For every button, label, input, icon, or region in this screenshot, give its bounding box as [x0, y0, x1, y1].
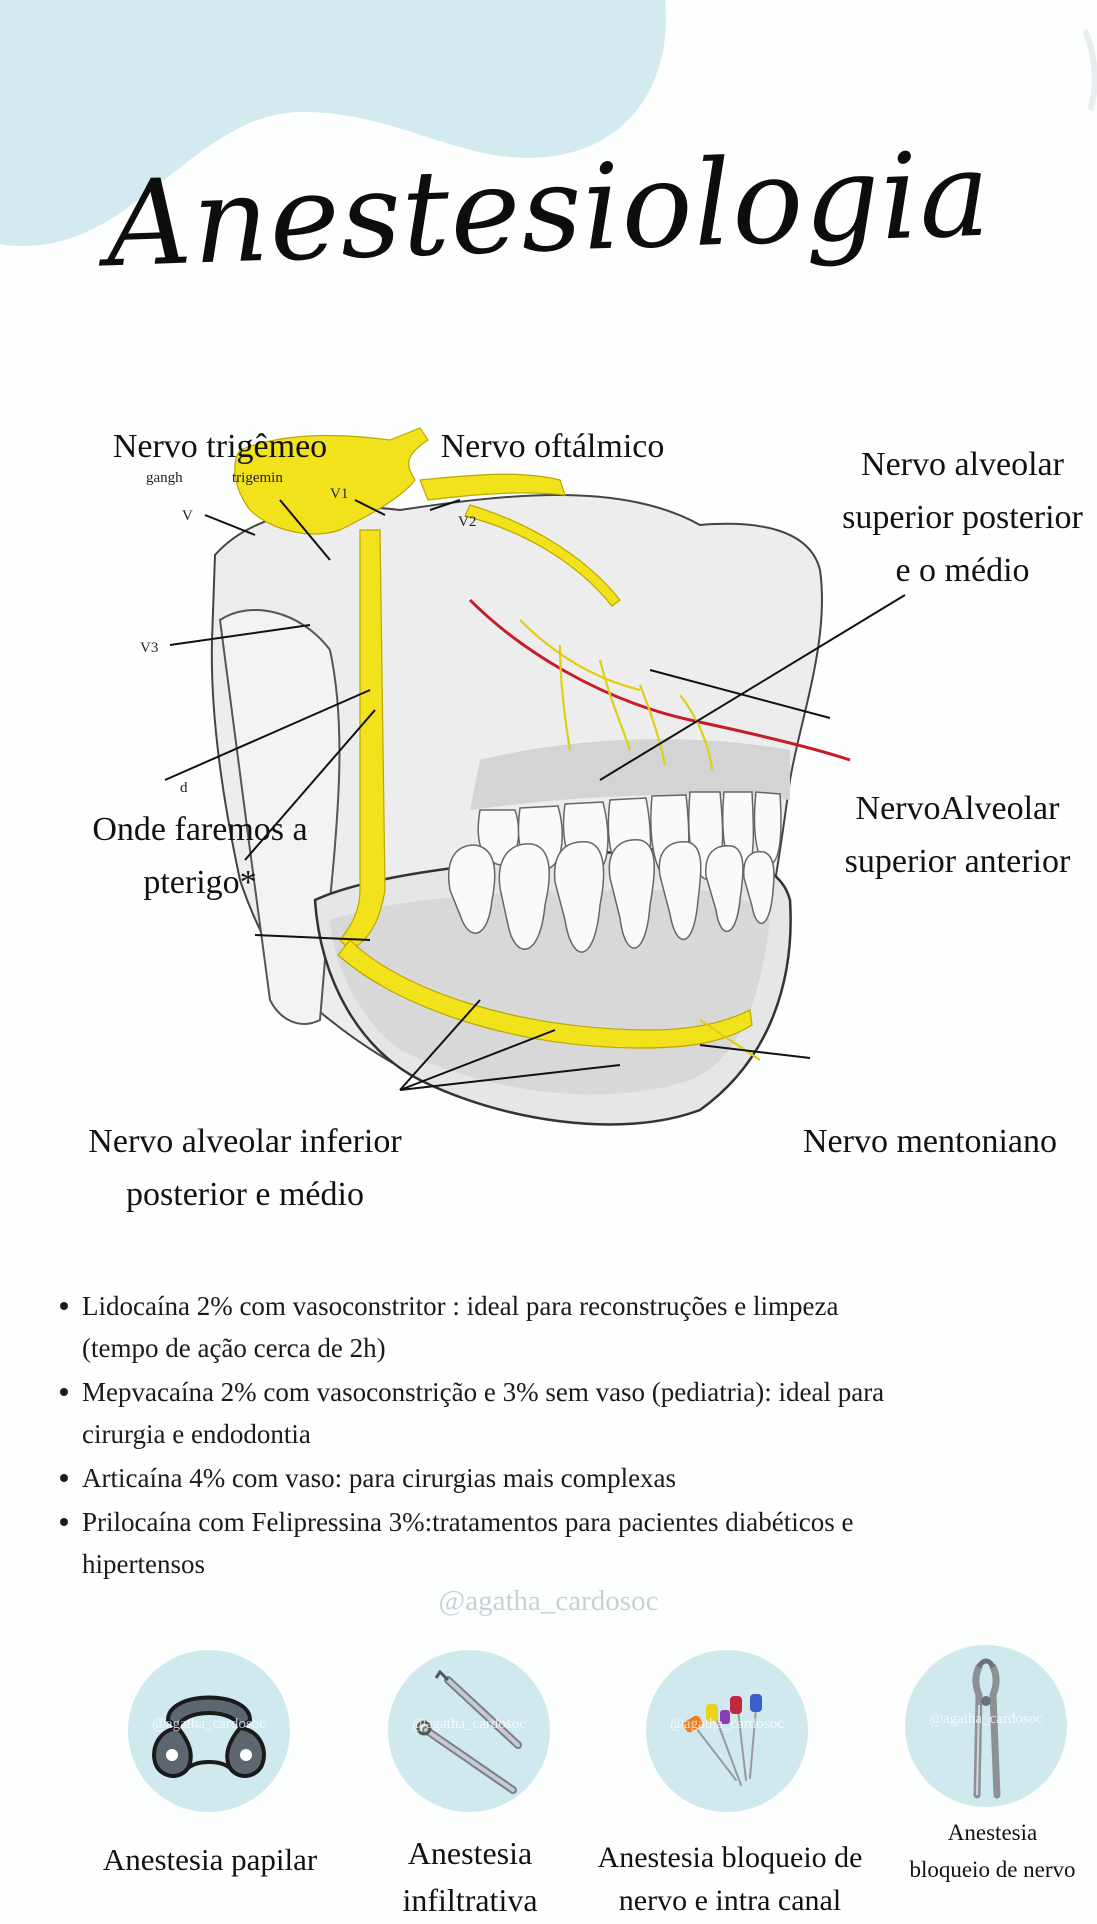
jaw-nerve-diagram: gangh trigemin V V1 V2 V3 d — [140, 427, 906, 1126]
technique-label-papilar: Anestesia papilar — [102, 1842, 318, 1877]
list-item: Articaína 4% com vaso: para cirurgias ma… — [58, 1457, 898, 1499]
fine-nerve-branches — [519, 619, 761, 1061]
mandible-ramus — [218, 609, 341, 1025]
label-nervo-oftalmico: Nervo oftálmico — [440, 428, 665, 465]
small-label-d: d — [180, 780, 188, 796]
label-nervo-alveolar-sup-ant: NervoAlveolar superior anterior — [844, 790, 1071, 880]
small-label-gangl: gangh — [146, 470, 183, 486]
small-label-v: V — [182, 508, 193, 524]
endodontic-files-icon — [683, 1694, 762, 1786]
small-label-v2: V2 — [458, 514, 476, 530]
papilar-circle: @agatha_cardosoc — [128, 1650, 290, 1812]
infiltrativa-circle: @agatha_cardosoc — [388, 1650, 550, 1812]
label-nervo-trigemeo: Nervo trigêmeo — [112, 428, 328, 465]
technique-label-infiltrativa: Anestesia infiltrativa — [402, 1835, 538, 1918]
background-blob — [0, 0, 666, 247]
label-nervo-mentoniano: Nervo mentoniano — [803, 1123, 1057, 1160]
label-nervo-alveolar-inf: Nervo alveolar inferior posterior e médi… — [88, 1123, 402, 1213]
watermark: @agatha_cardosoc — [438, 1585, 659, 1617]
circle-watermark: @agatha_cardosoc — [929, 1711, 1043, 1727]
bloqueio-nervo-circle: @agatha_cardosoc — [905, 1645, 1067, 1807]
label-nervo-alveolar-sup-post: Nervo alveolar superior posterior e o mé… — [842, 446, 1083, 589]
list-item: Prilocaína com Felipressina 3%:tratament… — [58, 1501, 898, 1585]
bloqueio-canal-circle: @agatha_cardosoc — [646, 1650, 808, 1812]
circle-watermark: @agatha_cardosoc — [152, 1716, 266, 1732]
anesthetic-list: Lidocaína 2% com vasoconstritor : ideal … — [58, 1285, 898, 1587]
small-label-v1: V1 — [330, 486, 348, 502]
circle-watermark: @agatha_cardosoc — [412, 1716, 526, 1732]
cut-line — [468, 598, 851, 762]
label-pterigo: Onde faremos a pterigo* — [92, 811, 308, 901]
extraction-forceps-icon — [972, 1658, 1001, 1799]
small-label-v3: V3 — [140, 640, 158, 656]
rubber-dam-clamp-icon — [152, 1695, 266, 1778]
technique-label-bloqueio-canal: Anestesia bloqueio de nervo e intra cana… — [597, 1841, 863, 1917]
leader-lines — [164, 499, 906, 1091]
nerve-branches — [234, 427, 753, 1049]
dental-instruments-icon — [416, 1669, 522, 1794]
list-item: Mepvacaína 2% com vasoconstrição e 3% se… — [58, 1371, 898, 1455]
circle-watermark: @agatha_cardosoc — [670, 1716, 784, 1732]
small-label-trigem: trigemin — [232, 470, 283, 486]
corner-shadow — [1082, 28, 1097, 111]
technique-label-bloqueio-nervo: Anestesia bloqueio de nervo — [909, 1820, 1076, 1882]
lower-teeth — [448, 839, 775, 953]
list-item: Lidocaína 2% com vasoconstritor : ideal … — [58, 1285, 898, 1369]
